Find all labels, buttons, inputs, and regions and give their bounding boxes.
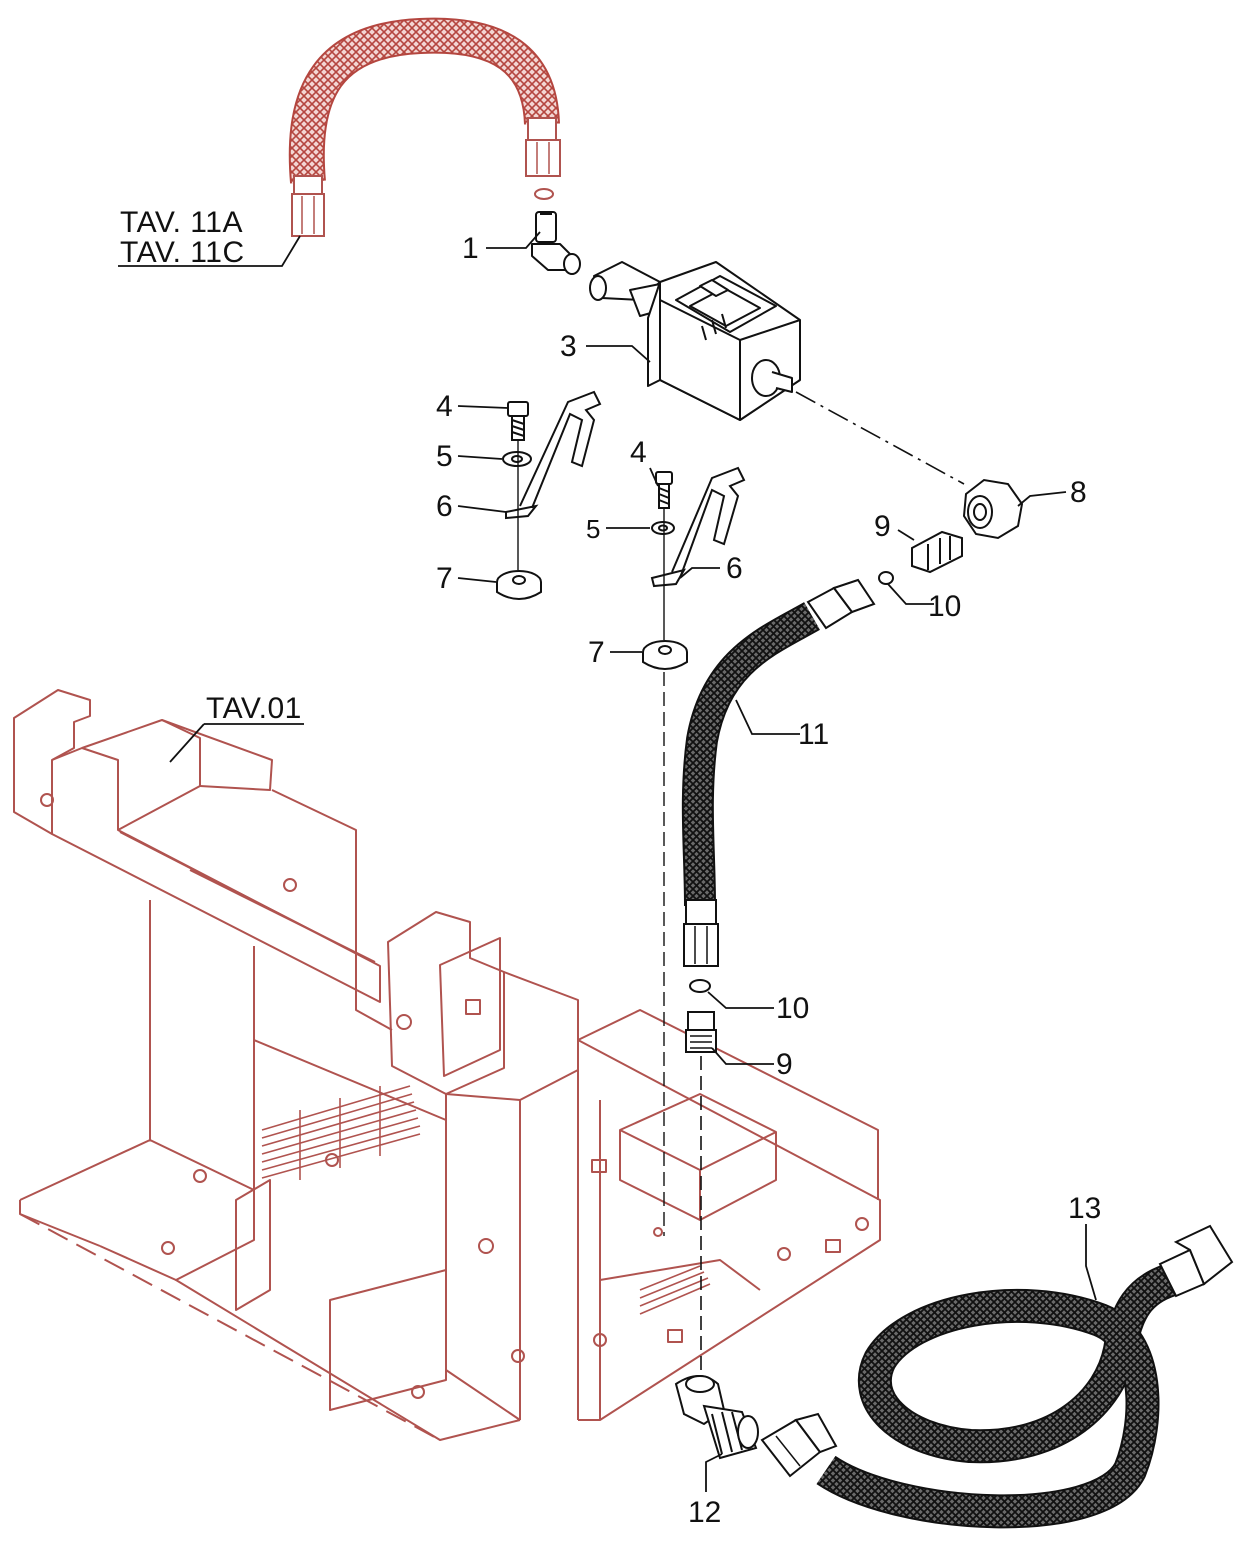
callout-8: 8 bbox=[1070, 476, 1087, 509]
callout-5-right: 5 bbox=[586, 514, 600, 544]
ref-label-tav-11a: TAV. 11A bbox=[120, 206, 243, 239]
dark-hose-11 bbox=[681, 578, 876, 1053]
callout-1: 1 bbox=[462, 232, 479, 265]
callout-3: 3 bbox=[560, 330, 577, 363]
callout-9-lower: 9 bbox=[776, 1048, 793, 1081]
left-fastener-group bbox=[496, 390, 602, 600]
callout-12: 12 bbox=[688, 1496, 721, 1529]
ref-label-tav-01: TAV.01 bbox=[206, 692, 302, 725]
callout-7-left: 7 bbox=[436, 562, 453, 595]
dark-hose-13 bbox=[760, 1224, 1234, 1529]
leader-lines bbox=[118, 231, 1097, 1492]
callout-7-right: 7 bbox=[588, 636, 605, 669]
elbow-12 bbox=[674, 1375, 759, 1460]
pump-outlet-fittings bbox=[878, 478, 1024, 585]
callout-11: 11 bbox=[798, 718, 829, 751]
pump-to-nut-line bbox=[795, 391, 965, 485]
right-fastener-group bbox=[642, 466, 746, 670]
callout-9-upper: 9 bbox=[874, 510, 891, 543]
callout-6-right: 6 bbox=[726, 552, 743, 585]
base-hidden-line bbox=[19, 1213, 441, 1441]
callout-13: 13 bbox=[1068, 1192, 1101, 1225]
callout-10-lower: 10 bbox=[776, 992, 809, 1025]
base-frame bbox=[13, 689, 881, 1441]
callout-4-right: 4 bbox=[630, 436, 647, 469]
red-hose-assembly bbox=[288, 17, 561, 237]
callout-4-left: 4 bbox=[436, 390, 453, 423]
pump-assembly bbox=[531, 211, 801, 421]
callout-6-left: 6 bbox=[436, 490, 453, 523]
callout-5-left: 5 bbox=[436, 440, 453, 473]
ref-label-tav-11c: TAV. 11C bbox=[120, 236, 245, 269]
callout-10-upper: 10 bbox=[928, 590, 961, 623]
